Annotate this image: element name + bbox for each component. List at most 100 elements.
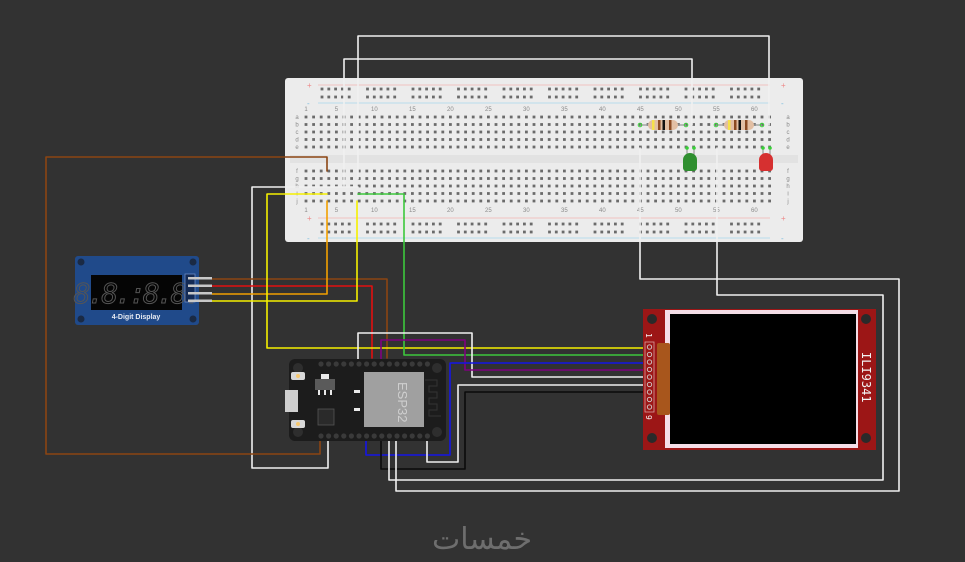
breadboard-hole[interactable] [684,177,688,180]
breadboard-hole[interactable] [449,177,452,180]
esp32-pins[interactable] [318,361,430,439]
breadboard-hole[interactable] [585,123,589,126]
esp32-pin[interactable] [394,433,400,439]
breadboard-hole[interactable] [730,87,733,91]
breadboard-hole[interactable] [699,199,703,203]
breadboard-hole[interactable] [312,177,315,180]
breadboard-hole[interactable] [555,177,559,180]
led-green[interactable] [683,146,697,171]
tft-pin[interactable] [646,359,653,365]
breadboard-hole[interactable] [456,145,460,149]
breadboard-hole[interactable] [479,177,483,180]
breadboard-hole[interactable] [334,230,337,234]
breadboard-hole[interactable] [335,138,338,141]
breadboard-hole[interactable] [327,192,331,195]
breadboard-hole[interactable] [753,145,756,149]
breadboard-hole[interactable] [432,87,435,91]
breadboard-hole[interactable] [645,230,649,234]
breadboard-hole[interactable] [737,145,741,149]
wire-white[interactable] [426,384,649,463]
breadboard-hole[interactable] [540,138,543,141]
breadboard-hole[interactable] [509,222,513,226]
breadboard-hole[interactable] [561,222,565,226]
breadboard-hole[interactable] [477,230,481,234]
breadboard-hole[interactable] [707,192,711,195]
breadboard-hole[interactable] [608,138,612,141]
breadboard-hole[interactable] [730,95,733,99]
breadboard-hole[interactable] [319,145,323,149]
breadboard-hole[interactable] [691,87,695,91]
breadboard-hole[interactable] [517,123,521,126]
breadboard-hole[interactable] [601,145,604,149]
breadboard-hole[interactable] [745,115,749,119]
esp32-board[interactable]: ESP32 [285,359,446,441]
breadboard-hole[interactable] [563,177,566,180]
breadboard-hole[interactable] [438,222,442,226]
breadboard-hole[interactable] [433,138,437,141]
breadboard-hole[interactable] [532,184,536,188]
tft-pin[interactable] [646,389,653,395]
wire-brown[interactable] [45,156,328,455]
breadboard-hole[interactable] [477,87,481,91]
breadboard-hole[interactable] [661,145,665,149]
breadboard-hole[interactable] [677,169,680,173]
breadboard-hole[interactable] [699,145,703,149]
breadboard-hole[interactable] [600,87,604,91]
breadboard-hole[interactable] [411,199,414,203]
breadboard-hole[interactable] [608,145,612,149]
breadboard-hole[interactable] [388,184,391,188]
breadboard-hole[interactable] [699,192,703,195]
breadboard-hole[interactable] [547,145,551,149]
breadboard-hole[interactable] [379,230,383,234]
breadboard-hole[interactable] [312,115,315,119]
breadboard-hole[interactable] [692,123,695,126]
breadboard-hole[interactable] [620,95,624,99]
breadboard-hole[interactable] [516,222,519,226]
breadboard-hole[interactable] [335,199,338,203]
breadboard-hole[interactable] [659,222,663,226]
breadboard-hole[interactable] [620,230,624,234]
breadboard-hole[interactable] [304,138,308,141]
breadboard-hole[interactable] [365,123,369,126]
esp32-pin[interactable] [318,433,324,439]
breadboard-hole[interactable] [743,230,747,234]
breadboard-hole[interactable] [319,130,323,134]
breadboard-hole[interactable] [365,184,369,188]
wire-yellow[interactable] [266,193,649,349]
breadboard-hole[interactable] [737,130,741,134]
breadboard-hole[interactable] [707,169,711,173]
breadboard-hole[interactable] [357,184,361,188]
breadboard-hole[interactable] [677,145,680,149]
breadboard-hole[interactable] [705,222,708,226]
breadboard-hole[interactable] [411,87,415,91]
tft-pin[interactable] [646,374,653,380]
breadboard-hole[interactable] [601,138,604,141]
breadboard-hole[interactable] [502,130,505,134]
breadboard-hole[interactable] [411,184,414,188]
breadboard-hole[interactable] [699,115,703,119]
breadboard-hole[interactable] [341,230,344,234]
breadboard-hole[interactable] [335,123,338,126]
breadboard-hole[interactable] [600,222,604,226]
breadboard-hole[interactable] [737,169,741,173]
breadboard-hole[interactable] [608,199,612,203]
wire-white[interactable] [388,147,884,481]
breadboard-hole[interactable] [532,145,536,149]
breadboard-hole[interactable] [575,95,579,99]
esp32-pin[interactable] [386,361,392,367]
breadboard-hole[interactable] [608,169,612,173]
breadboard-hole[interactable] [509,192,513,195]
breadboard-hole[interactable] [547,123,551,126]
breadboard-hole[interactable] [327,177,331,180]
breadboard-hole[interactable] [578,177,581,180]
breadboard-hole[interactable] [548,230,551,234]
breadboard-hole[interactable] [601,130,604,134]
breadboard-hole[interactable] [373,138,376,141]
breadboard-hole[interactable] [350,199,353,203]
breadboard-hole[interactable] [677,199,680,203]
breadboard-hole[interactable] [623,130,627,134]
breadboard-hole[interactable] [365,138,369,141]
breadboard-hole[interactable] [388,115,391,119]
breadboard-hole[interactable] [677,115,680,119]
breadboard-hole[interactable] [441,184,445,188]
